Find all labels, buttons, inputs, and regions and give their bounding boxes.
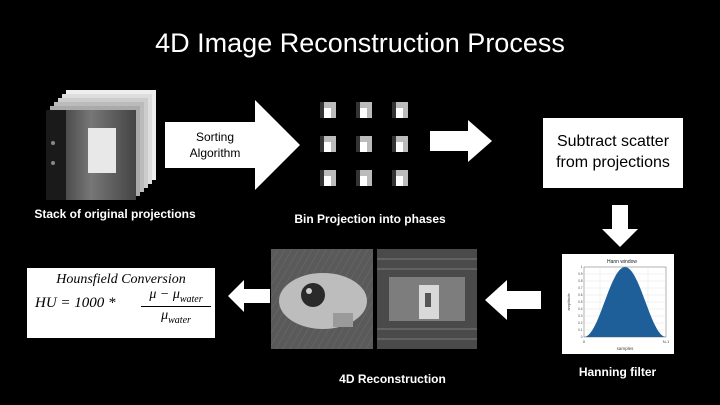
arrow-to-scatter [430, 120, 492, 162]
hann-x-start: 0 [583, 339, 586, 344]
hounsfield-heading: Hounsfield Conversion [56, 272, 186, 287]
hann-ytick: 0.9 [578, 272, 583, 276]
hann-xlabel: samples [617, 346, 635, 351]
bins-caption: Bin Projection into phases [294, 212, 446, 226]
hann-ytick: 0.3 [578, 314, 583, 318]
hann-ytick: 0 [581, 335, 583, 339]
sorting-arrow [165, 100, 300, 190]
sorting-label-line2: Algorithm [189, 146, 241, 160]
hann-yticks: 0 0.1 0.2 0.3 0.4 0.5 0.6 0.7 0.8 0.9 1 [578, 265, 583, 339]
hann-ytick: 0.4 [578, 307, 583, 311]
slide-title: 4D Image Reconstruction Process [155, 28, 565, 58]
bin-3 [392, 102, 408, 118]
hounsfield-numerator-sub: water [179, 293, 203, 305]
bin-4 [320, 136, 336, 152]
hann-ytick: 0.5 [578, 300, 583, 304]
hounsfield-denominator: μ [161, 307, 169, 323]
bin-1 [320, 102, 336, 118]
hounsfield-denominator-sub: water [168, 314, 191, 326]
phase-bins-grid [316, 98, 416, 198]
sorting-label-line1: Sorting [195, 130, 235, 144]
fraction-bar [141, 305, 211, 307]
scatter-line2: from projections [556, 154, 670, 171]
subtract-scatter-box: Subtract scatter from projections [543, 118, 683, 188]
recon-axial-image [271, 249, 373, 349]
bin-5 [356, 136, 372, 152]
arrow-to-recon [485, 280, 541, 320]
hounsfield-lhs: HU = 1000 * [35, 295, 116, 311]
bin-9 [392, 170, 408, 186]
hann-window-area [584, 267, 666, 337]
arrow-down-to-hanning [602, 205, 638, 247]
hann-ytick: 0.1 [578, 328, 583, 332]
sorting-arrow-shape [165, 100, 300, 190]
hanning-caption: Hanning filter [578, 365, 657, 379]
hann-ytick: 0.7 [578, 286, 583, 290]
bin-2 [356, 102, 372, 118]
bin-6 [392, 136, 408, 152]
hann-plot-title: Hann window [607, 259, 637, 265]
hann-x-end: N-1 [663, 339, 670, 344]
projection-stack [38, 88, 168, 203]
hann-ytick: 0.8 [578, 279, 583, 283]
recon-caption: 4D Reconstruction [339, 372, 446, 386]
recon-coronal-image [377, 249, 477, 349]
hanning-plot: Hann window 0 0.1 0.2 0.3 0.4 0.5 0.6 0.7 0.8 0.9… [562, 254, 674, 354]
hounsfield-numerator: μ − μ [149, 287, 180, 302]
hann-ytick: 0.6 [578, 293, 583, 297]
hounsfield-box: Hounsfield Conversion HU = 1000 * μ − μw… [27, 268, 215, 338]
hann-ytick: 1 [581, 265, 583, 269]
bin-7 [320, 170, 336, 186]
stack-caption: Stack of original projections [34, 207, 196, 221]
arrow-to-hounsfield [228, 280, 270, 312]
scatter-line1: Subtract scatter [556, 133, 670, 150]
hann-ytick: 0.2 [578, 321, 583, 325]
hounsfield-fraction: μ − μwater μwater [138, 287, 214, 326]
hann-ylabel: amplitude [566, 293, 571, 311]
bin-8 [356, 170, 372, 186]
